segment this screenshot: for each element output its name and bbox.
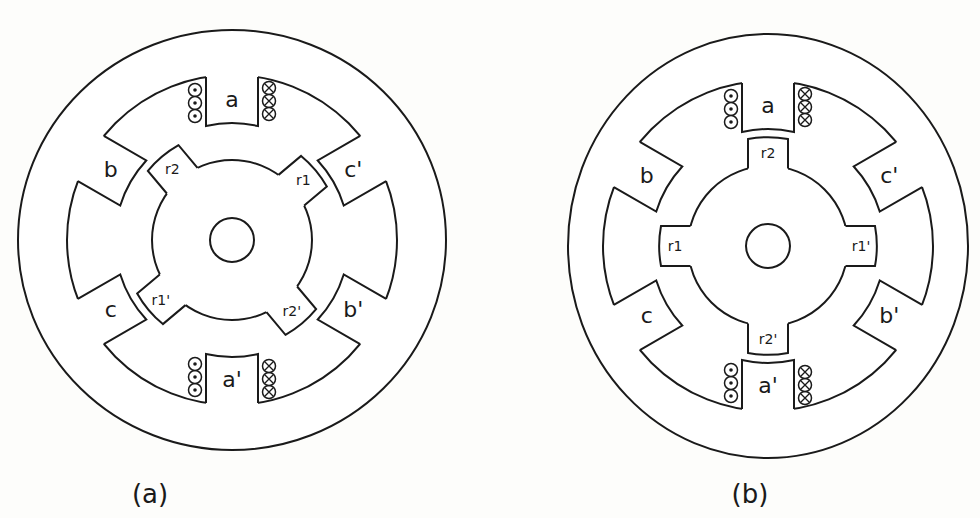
figure-caption: (b) <box>732 481 769 507</box>
rotor-label: r2' <box>283 304 302 318</box>
pole-label: a <box>761 95 774 117</box>
rotor-label: r1 <box>668 239 683 253</box>
pole-label: c' <box>344 159 362 181</box>
pole-label: b' <box>879 305 899 327</box>
pole-label: a <box>225 89 238 111</box>
rotor-label: r1 <box>296 173 311 187</box>
pole-label: a' <box>222 369 242 391</box>
pole-label: c <box>105 299 117 321</box>
rotor-label: r2 <box>761 146 776 160</box>
motor-a <box>18 30 446 450</box>
figure-caption: (a) <box>132 481 168 507</box>
rotor-label: r1' <box>151 293 170 307</box>
pole-label: a' <box>758 375 778 397</box>
motor-b <box>568 34 968 458</box>
pole-label: c' <box>880 165 898 187</box>
rotor-label: r2 <box>165 162 180 176</box>
rotor-label: r1' <box>852 239 871 253</box>
pole-label: b' <box>343 299 363 321</box>
rotor-label: r2' <box>759 332 778 346</box>
pole-label: b <box>640 165 654 187</box>
pole-label: c <box>641 305 653 327</box>
pole-label: b <box>104 159 118 181</box>
